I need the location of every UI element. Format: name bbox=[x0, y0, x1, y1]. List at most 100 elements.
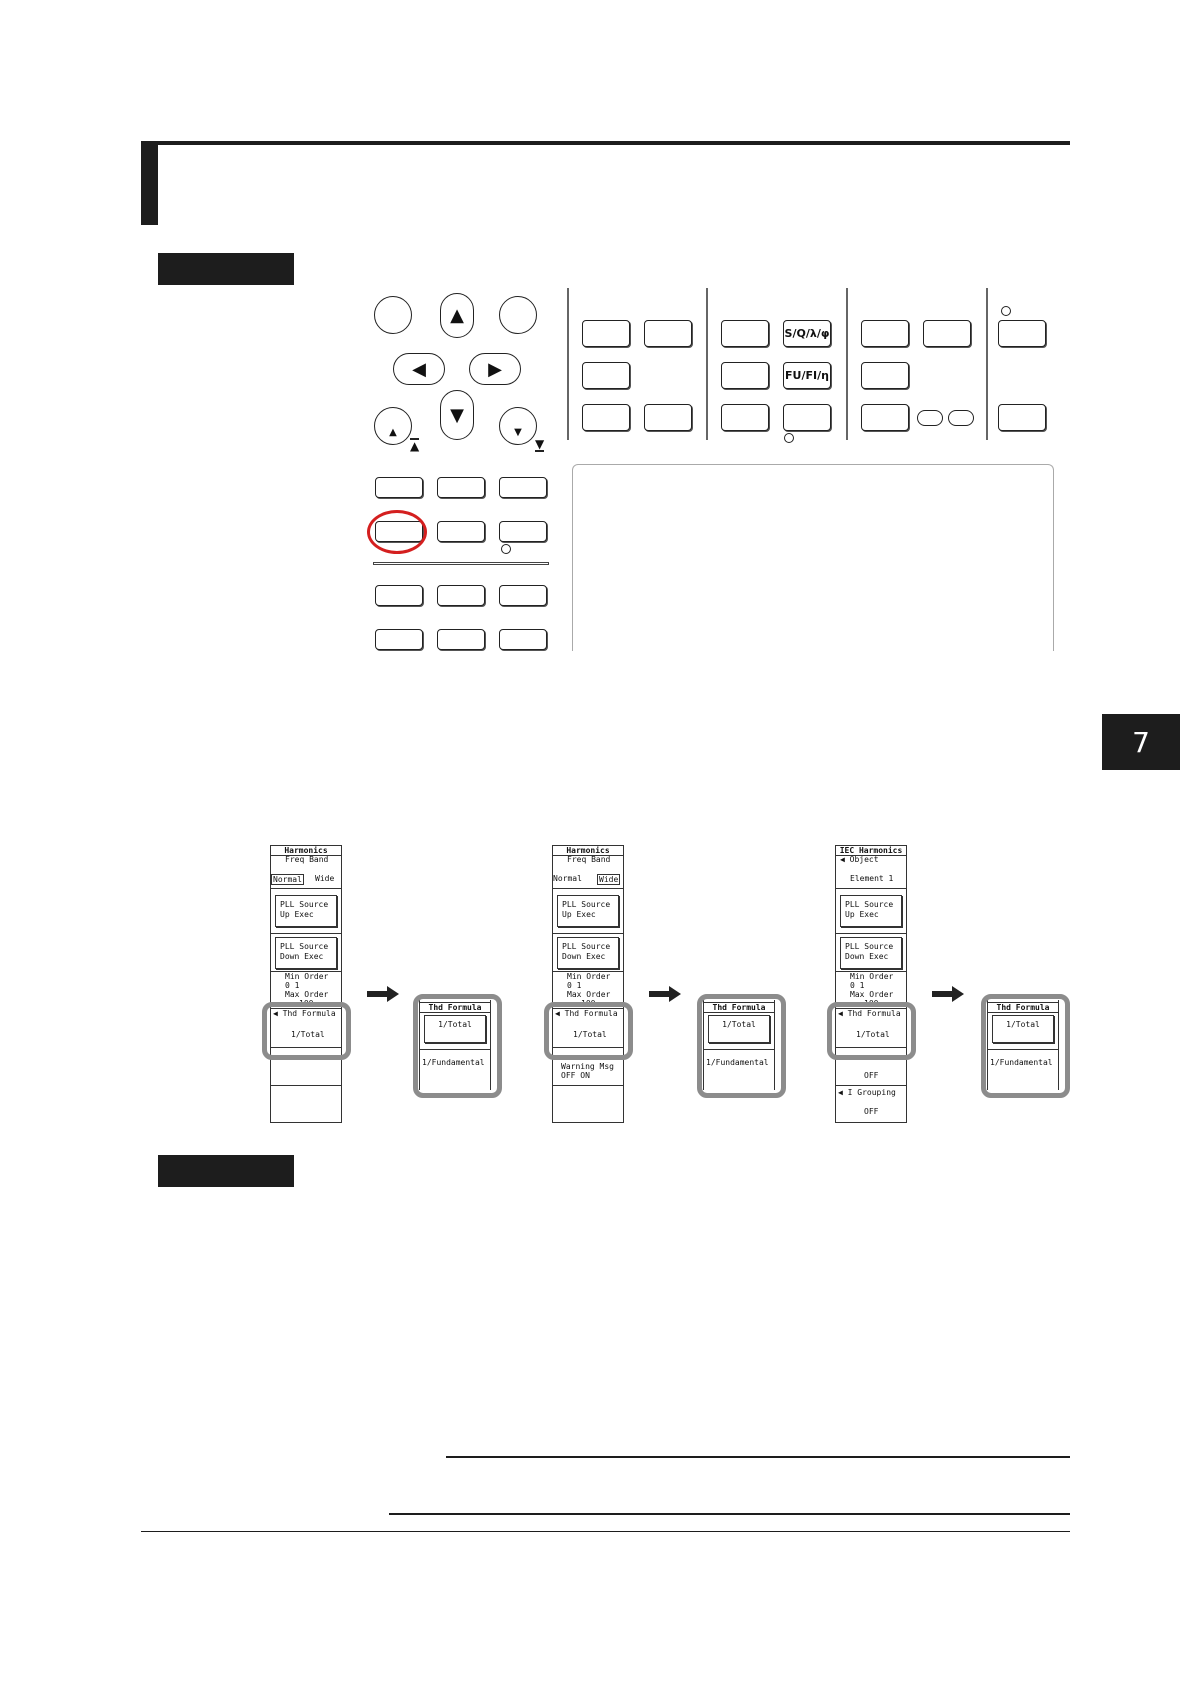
freq-band-normal-option[interactable]: Normal bbox=[271, 874, 304, 885]
panel-key-g2-a[interactable] bbox=[721, 320, 769, 347]
thd-formula-label[interactable]: ◀ Thd Formula bbox=[273, 1009, 336, 1018]
menu-title: Harmonics bbox=[271, 845, 341, 856]
menu-divider bbox=[271, 971, 341, 972]
menu-divider bbox=[271, 1122, 341, 1123]
thd-formula-value: 1/Total bbox=[856, 1030, 890, 1039]
menu-divider bbox=[271, 1085, 341, 1086]
increase-marker-icon: ▲ bbox=[410, 438, 420, 453]
freq-band-wide-option[interactable]: Wide bbox=[315, 874, 335, 883]
panel-key-r1c2[interactable] bbox=[437, 477, 485, 498]
i-grouping-label[interactable]: ◀ I Grouping bbox=[838, 1088, 896, 1097]
menu-divider bbox=[553, 888, 623, 889]
panel-key-g1-c[interactable] bbox=[582, 362, 630, 389]
fundamental-option[interactable]: 1/Fundamental bbox=[990, 1058, 1053, 1067]
panel-key-g3-c[interactable] bbox=[861, 362, 909, 389]
right-arrow-key[interactable]: ▶ bbox=[469, 353, 521, 385]
submenu-title: Thd Formula bbox=[420, 1002, 490, 1013]
panel-key-g1-d[interactable] bbox=[582, 404, 630, 431]
selection-highlight bbox=[544, 1002, 633, 1060]
warning-msg-label: Warning Msg bbox=[561, 1062, 614, 1071]
panel-key-g1-b[interactable] bbox=[644, 320, 692, 347]
pll-down-line2: Down Exec bbox=[562, 952, 606, 961]
menu-divider bbox=[836, 1047, 906, 1048]
panel-key-r2c3[interactable] bbox=[499, 521, 547, 542]
panel-key-g1-a[interactable] bbox=[582, 320, 630, 347]
min-order-label: Min Order bbox=[567, 972, 611, 981]
right-arrow-icon bbox=[649, 986, 681, 1002]
panel-key-r3c3[interactable] bbox=[499, 585, 547, 606]
panel-key-g1-e[interactable] bbox=[644, 404, 692, 431]
total-option-button[interactable]: 1/Total bbox=[992, 1015, 1054, 1043]
pll-up-line2: Up Exec bbox=[845, 910, 879, 919]
fundamental-option[interactable]: 1/Fundamental bbox=[706, 1058, 769, 1067]
oval-key-2[interactable] bbox=[948, 410, 974, 426]
panel-key-g3-b[interactable] bbox=[923, 320, 971, 347]
panel-round-key-right[interactable] bbox=[499, 296, 537, 334]
panel-key-g3-a[interactable] bbox=[861, 320, 909, 347]
min-order-values[interactable]: 0 1 bbox=[285, 981, 300, 990]
pll-up-line1: PLL Source bbox=[562, 900, 611, 909]
thd-formula-value: 1/Total bbox=[573, 1030, 607, 1039]
selection-highlight bbox=[413, 994, 502, 1098]
panel-key-r4c3[interactable] bbox=[499, 629, 547, 650]
panel-key-g2-c[interactable] bbox=[721, 362, 769, 389]
down-arrow-icon: ▼ bbox=[450, 404, 464, 426]
menu-divider bbox=[553, 1008, 623, 1009]
thd-formula-submenu-1: Thd Formula 1/Total 1/Fundamental bbox=[419, 1000, 491, 1090]
chapter-tab: 7 bbox=[1102, 714, 1180, 770]
panel-key-r1c3[interactable] bbox=[499, 477, 547, 498]
menu-divider bbox=[553, 1085, 623, 1086]
panel-key-g4-b[interactable] bbox=[998, 404, 1046, 431]
menu-divider bbox=[271, 1047, 341, 1048]
group-separator bbox=[567, 288, 569, 440]
warning-msg-values[interactable]: OFF ON bbox=[561, 1071, 590, 1080]
group-separator bbox=[706, 288, 708, 440]
fundamental-option[interactable]: 1/Fundamental bbox=[422, 1058, 485, 1067]
panel-key-g2-e[interactable] bbox=[721, 404, 769, 431]
total-option-button[interactable]: 1/Total bbox=[424, 1015, 486, 1043]
min-order-values[interactable]: 0 1 bbox=[567, 981, 582, 990]
indicator-led bbox=[1001, 306, 1011, 316]
set-up-key[interactable]: ▲ bbox=[374, 407, 412, 445]
left-arrow-key[interactable]: ◀ bbox=[393, 353, 445, 385]
thd-formula-label[interactable]: ◀ Thd Formula bbox=[838, 1009, 901, 1018]
section-marker-bar bbox=[141, 141, 158, 225]
fu-fi-eta-key[interactable]: FU/FI/η bbox=[783, 362, 831, 389]
panel-key-r1c1[interactable] bbox=[375, 477, 423, 498]
min-order-values[interactable]: 0 1 bbox=[850, 981, 865, 990]
panel-key-r4c1[interactable] bbox=[375, 629, 423, 650]
pll-up-line2: Up Exec bbox=[280, 910, 314, 919]
option-value[interactable]: OFF bbox=[864, 1071, 879, 1080]
freq-band-normal-option[interactable]: Normal bbox=[553, 874, 582, 883]
down-arrow-key[interactable]: ▼ bbox=[440, 390, 474, 440]
submenu-title: Thd Formula bbox=[704, 1002, 774, 1013]
sq-lambda-phi-key[interactable]: S/Q/λ/φ bbox=[783, 320, 831, 347]
panel-round-key-left[interactable] bbox=[374, 296, 412, 334]
panel-key-r3c1[interactable] bbox=[375, 585, 423, 606]
panel-key-g2-f[interactable] bbox=[783, 404, 831, 431]
thd-formula-label[interactable]: ◀ Thd Formula bbox=[555, 1009, 618, 1018]
object-label[interactable]: ◀ Object bbox=[840, 855, 879, 864]
panel-key-g3-d[interactable] bbox=[861, 404, 909, 431]
fu-fi-eta-label: FU/FI/η bbox=[785, 369, 829, 382]
freq-band-wide-option[interactable]: Wide bbox=[597, 874, 621, 885]
up-arrow-key[interactable]: ▲ bbox=[440, 293, 474, 338]
total-option-button[interactable]: 1/Total bbox=[708, 1015, 770, 1043]
panel-key-r2c2[interactable] bbox=[437, 521, 485, 542]
panel-key-g4-a[interactable] bbox=[998, 320, 1046, 347]
set-down-key[interactable]: ▼ bbox=[499, 407, 537, 445]
panel-key-r3c2[interactable] bbox=[437, 585, 485, 606]
oval-key-1[interactable] bbox=[917, 410, 943, 426]
footer-rule bbox=[141, 1531, 1070, 1532]
thd-formula-text: Thd Formula bbox=[847, 1009, 901, 1018]
menu-divider bbox=[704, 1049, 774, 1050]
panel-key-r4c2[interactable] bbox=[437, 629, 485, 650]
display-screen bbox=[572, 464, 1054, 651]
note-rule-bottom bbox=[389, 1513, 1070, 1515]
